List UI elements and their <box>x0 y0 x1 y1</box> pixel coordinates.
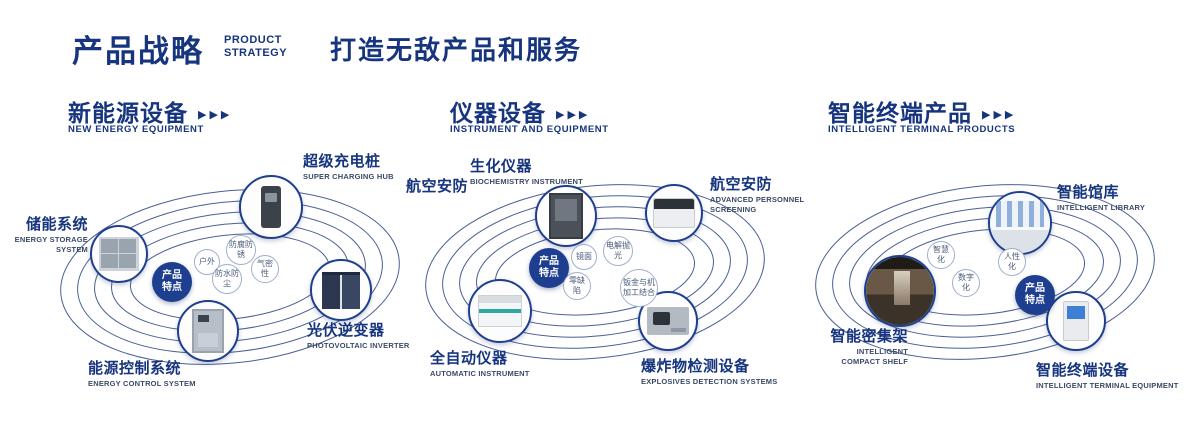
automatic-instrument-photo <box>468 279 532 343</box>
compact-shelf-name-cn: 智能密集架 <box>830 328 908 345</box>
intelligent-library-photo <box>988 191 1052 255</box>
page-title-en-line1: PRODUCT <box>224 34 282 46</box>
badge-1-line1: 产品 <box>162 269 182 281</box>
feature-bubble-digitized: 数字化 <box>952 269 980 297</box>
automatic-instrument-image <box>478 295 522 327</box>
energy-control-name-cn: 能源控制系统 <box>88 360 182 377</box>
photovoltaic-inverter-image <box>322 271 360 309</box>
energy-storage-name-cn: 储能系统 <box>25 216 88 233</box>
product-features-badge-1: 产品 特点 <box>152 262 192 302</box>
triple-arrow-icon: ▶▶▶ <box>198 109 233 121</box>
product-features-badge-2: 产品 特点 <box>529 248 569 288</box>
section-subtitle-instruments: INSTRUMENT AND EQUIPMENT <box>450 124 609 135</box>
compact-shelf-label: 智能密集架 INTELLIGENT COMPACT SHELF <box>820 328 908 366</box>
page-title-en-line2: STRATEGY <box>224 46 288 59</box>
automatic-instrument-label: 全自动仪器 AUTOMATIC INSTRUMENT <box>430 350 530 379</box>
energy-control-name-en: ENERGY CONTROL SYSTEM <box>88 379 196 389</box>
intelligent-library-label: 智能馆库 INTELLIGENT LIBRARY <box>1057 184 1145 213</box>
badge-3-line2: 特点 <box>1025 295 1045 306</box>
intelligent-terminal-name-en: INTELLIGENT TERMINAL EQUIPMENT <box>1036 381 1179 391</box>
section-subtitle-terminals: INTELLIGENT TERMINAL PRODUCTS <box>828 124 1016 135</box>
feature-bubble-zerodefect: 零缺陷 <box>563 272 591 300</box>
biochemistry-instrument-image <box>549 193 583 239</box>
personnel-screening-label: 航空安防 ADVANCED PERSONNEL SCREENING <box>710 176 810 214</box>
super-charging-hub-photo <box>239 175 303 239</box>
energy-control-image <box>192 309 224 353</box>
feature-bubble-airtight: 气密性 <box>251 255 279 283</box>
intelligent-library-image <box>990 193 1050 253</box>
compact-shelf-name-en: INTELLIGENT COMPACT SHELF <box>841 347 908 366</box>
photovoltaic-inverter-name-en: PHOTOVOLTAIC INVERTER <box>307 341 410 351</box>
energy-storage-label: 储能系统 ENERGY STORAGE SYSTEM <box>4 216 88 254</box>
triple-arrow-icon: ▶▶▶ <box>982 109 1017 121</box>
feature-bubble-humanized: 人性化 <box>998 248 1026 276</box>
slogan: 打造无敌产品和服务 <box>330 35 583 65</box>
aviation-security-side-label-cn: 航空安防 <box>406 178 469 195</box>
personnel-screening-image <box>653 198 695 228</box>
intelligent-library-name-cn: 智能馆库 <box>1057 184 1120 201</box>
super-charging-hub-label: 超级充电桩 SUPER CHARGING HUB <box>303 153 394 182</box>
biochemistry-instrument-name-cn: 生化仪器 <box>470 158 533 175</box>
explosives-detection-label: 爆炸物检测设备 EXPLOSIVES DETECTION SYSTEMS <box>641 358 777 387</box>
explosives-detection-image <box>647 307 689 335</box>
section-title-new-energy: 新能源设备 ▶▶▶ <box>68 94 232 128</box>
badge-2-line2: 特点 <box>539 268 559 279</box>
explosives-detection-name-en: EXPLOSIVES DETECTION SYSTEMS <box>641 377 778 387</box>
compact-shelf-photo <box>864 255 936 327</box>
feature-bubble-electropolish: 电解抛光 <box>603 236 633 266</box>
energy-control-label: 能源控制系统 ENERGY CONTROL SYSTEM <box>88 360 196 389</box>
super-charging-hub-image <box>261 186 281 228</box>
section-title-instruments-cn: 仪器设备 <box>450 100 546 126</box>
intelligent-terminal-name-cn: 智能终端设备 <box>1036 362 1130 379</box>
super-charging-hub-name-en: SUPER CHARGING HUB <box>303 172 394 182</box>
photovoltaic-inverter-name-cn: 光伏逆变器 <box>307 322 385 339</box>
photovoltaic-inverter-photo <box>310 259 372 321</box>
automatic-instrument-name-cn: 全自动仪器 <box>430 350 508 367</box>
energy-storage-image <box>99 237 139 271</box>
energy-storage-photo <box>90 225 148 283</box>
biochemistry-instrument-name-en: BIOCHEMISTRY INSTRUMENT <box>470 177 583 187</box>
personnel-screening-photo <box>645 184 703 242</box>
super-charging-hub-name-cn: 超级充电桩 <box>303 153 381 170</box>
biochemistry-instrument-label: 生化仪器 BIOCHEMISTRY INSTRUMENT <box>470 158 583 187</box>
personnel-screening-name-en: ADVANCED PERSONNEL SCREENING <box>710 195 805 214</box>
intelligent-terminal-photo <box>1046 291 1106 351</box>
feature-bubble-waterproof: 防水防尘 <box>212 264 242 294</box>
section-title-instruments: 仪器设备 ▶▶▶ <box>450 94 590 128</box>
badge-2-line1: 产品 <box>539 255 559 267</box>
product-features-badge-3: 产品 特点 <box>1015 275 1055 315</box>
feature-bubble-intelligent: 智慧化 <box>927 241 955 269</box>
energy-storage-name-en: ENERGY STORAGE SYSTEM <box>14 235 88 254</box>
explosives-detection-name-cn: 爆炸物检测设备 <box>641 358 750 375</box>
feature-bubble-sheetmetal: 钣金与机加工结合 <box>620 269 658 307</box>
intelligent-terminal-image <box>1063 301 1089 341</box>
biochemistry-instrument-photo <box>535 185 597 247</box>
personnel-screening-name-cn: 航空安防 <box>710 176 773 193</box>
section-title-new-energy-cn: 新能源设备 <box>68 100 188 126</box>
page-title: 产品战略 <box>72 34 204 69</box>
aviation-security-side-label: 航空安防 <box>406 178 468 195</box>
energy-control-photo <box>177 300 239 362</box>
section-title-terminals: 智能终端产品 ▶▶▶ <box>828 94 1016 128</box>
badge-1-line2: 特点 <box>162 282 182 293</box>
feature-bubble-anticorrosion: 防腐防锈 <box>226 235 256 265</box>
section-subtitle-new-energy: NEW ENERGY EQUIPMENT <box>68 124 204 135</box>
triple-arrow-icon: ▶▶▶ <box>556 109 591 121</box>
page-title-en: PRODUCT STRATEGY <box>224 34 287 59</box>
compact-shelf-image <box>866 257 934 325</box>
photovoltaic-inverter-label: 光伏逆变器 PHOTOVOLTAIC INVERTER <box>307 322 410 351</box>
automatic-instrument-name-en: AUTOMATIC INSTRUMENT <box>430 369 530 379</box>
intelligent-terminal-label: 智能终端设备 INTELLIGENT TERMINAL EQUIPMENT <box>1036 362 1179 391</box>
intelligent-library-name-en: INTELLIGENT LIBRARY <box>1057 203 1146 213</box>
section-title-terminals-cn: 智能终端产品 <box>828 100 972 126</box>
badge-3-line1: 产品 <box>1025 282 1045 294</box>
feature-bubble-mirror: 镜面 <box>571 244 597 270</box>
